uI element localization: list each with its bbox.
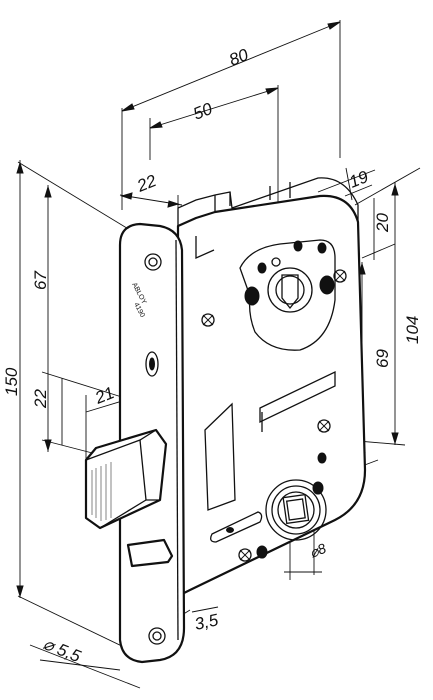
deadlock-wedge: [126, 538, 174, 568]
dim-8: ⌀8: [307, 540, 328, 561]
dim-3-5: 3,5: [193, 610, 221, 634]
dim-80: 80: [226, 45, 251, 70]
dim-20: 20: [373, 213, 392, 233]
dim-22-top: 22: [133, 171, 159, 196]
dim-150: 150: [2, 367, 21, 396]
dim-104: 104: [403, 316, 422, 344]
lock-body: [176, 177, 367, 598]
dim-50: 50: [190, 99, 215, 124]
dim-22-latch: 22: [31, 389, 50, 409]
latch-bolt: [84, 428, 168, 530]
dim-69: 69: [373, 349, 392, 368]
dim-21: 21: [91, 383, 117, 408]
dim-5-5: ⌀ 5,5: [41, 634, 84, 666]
dim-67: 67: [31, 271, 50, 290]
